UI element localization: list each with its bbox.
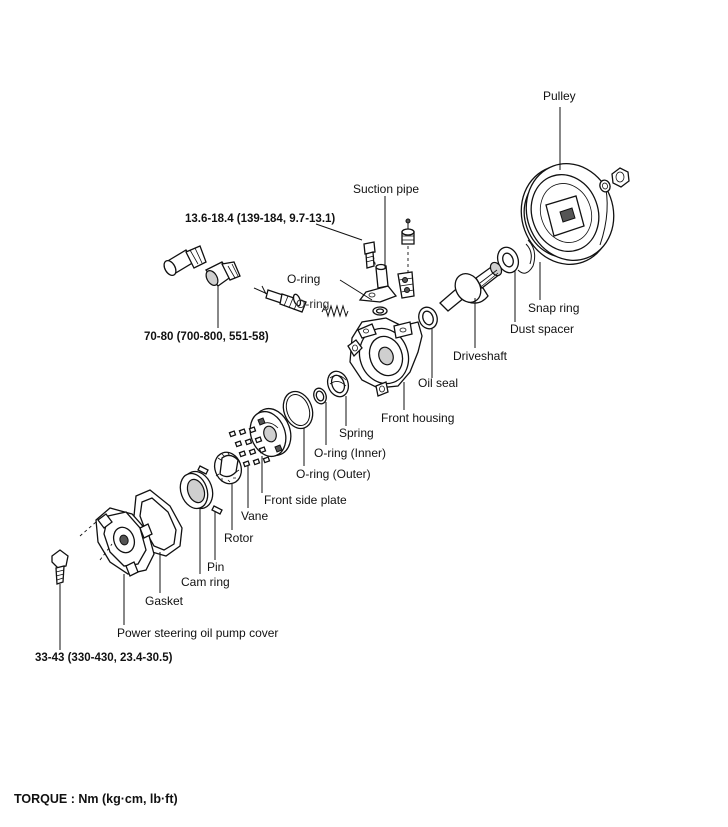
pulley-part: [520, 163, 615, 265]
torque-cover-bolt: 33-43 (330-430, 23.4-30.5): [35, 652, 173, 664]
label-pulley: Pulley: [543, 89, 576, 103]
torque-legend: TORQUE : Nm (kg·cm, lb·ft): [14, 792, 178, 806]
front-side-plate-part: [249, 407, 292, 458]
pressure-fitting-bolt: [163, 245, 207, 277]
label-cam-ring: Cam ring: [181, 575, 230, 589]
label-gasket: Gasket: [145, 594, 184, 608]
torque-suction-bolt: 13.6-18.4 (139-184, 9.7-13.1): [185, 213, 336, 225]
label-front-side-plate: Front side plate: [264, 493, 347, 507]
label-snap-ring: Snap ring: [528, 301, 580, 315]
suction-bolt: [363, 241, 376, 269]
pulley-nut: [599, 167, 630, 193]
pressure-fitting: [205, 261, 241, 287]
flow-control-spring: [321, 304, 349, 318]
label-o-ring-outer: O-ring (Outer): [296, 467, 371, 481]
spring-part: [326, 370, 350, 398]
oil-seal-part: [418, 306, 438, 330]
o-ring-inner-part: [313, 387, 327, 405]
suction-pipe-part: [358, 218, 415, 303]
label-o-ring-inner: O-ring (Inner): [314, 446, 387, 460]
front-housing-part: [347, 317, 423, 397]
driveshaft-part: [439, 261, 503, 312]
vane-parts: [228, 426, 271, 468]
suction-o-ring: [372, 306, 388, 316]
label-front-housing: Front housing: [381, 411, 455, 425]
torque-pressure-fitting: 70-80 (700-800, 551-58): [144, 331, 269, 343]
snap-ring-part: [517, 239, 536, 274]
label-driveshaft: Driveshaft: [453, 349, 508, 363]
label-dust-spacer: Dust spacer: [510, 322, 575, 336]
cover-bolt: [51, 549, 69, 585]
label-o-ring-overlap: O-ring: [296, 297, 330, 311]
pin-parts: [197, 465, 223, 515]
label-vane: Vane: [241, 509, 269, 523]
dust-spacer-part: [496, 246, 520, 274]
rotor-part: [213, 451, 243, 485]
label-o-ring-top: O-ring: [287, 272, 321, 286]
label-oil-seal: Oil seal: [418, 376, 459, 390]
label-pump-cover: Power steering oil pump cover: [117, 626, 279, 640]
label-pin: Pin: [207, 560, 225, 574]
valve-o-ring: [292, 293, 302, 307]
label-rotor: Rotor: [224, 531, 254, 545]
pump-cover-part: [79, 507, 155, 577]
o-ring-outer-part: [282, 390, 314, 430]
label-spring: Spring: [339, 426, 374, 440]
leader-lines: [59, 107, 561, 650]
cam-ring-part: [179, 470, 214, 510]
label-suction-pipe: Suction pipe: [353, 182, 420, 196]
